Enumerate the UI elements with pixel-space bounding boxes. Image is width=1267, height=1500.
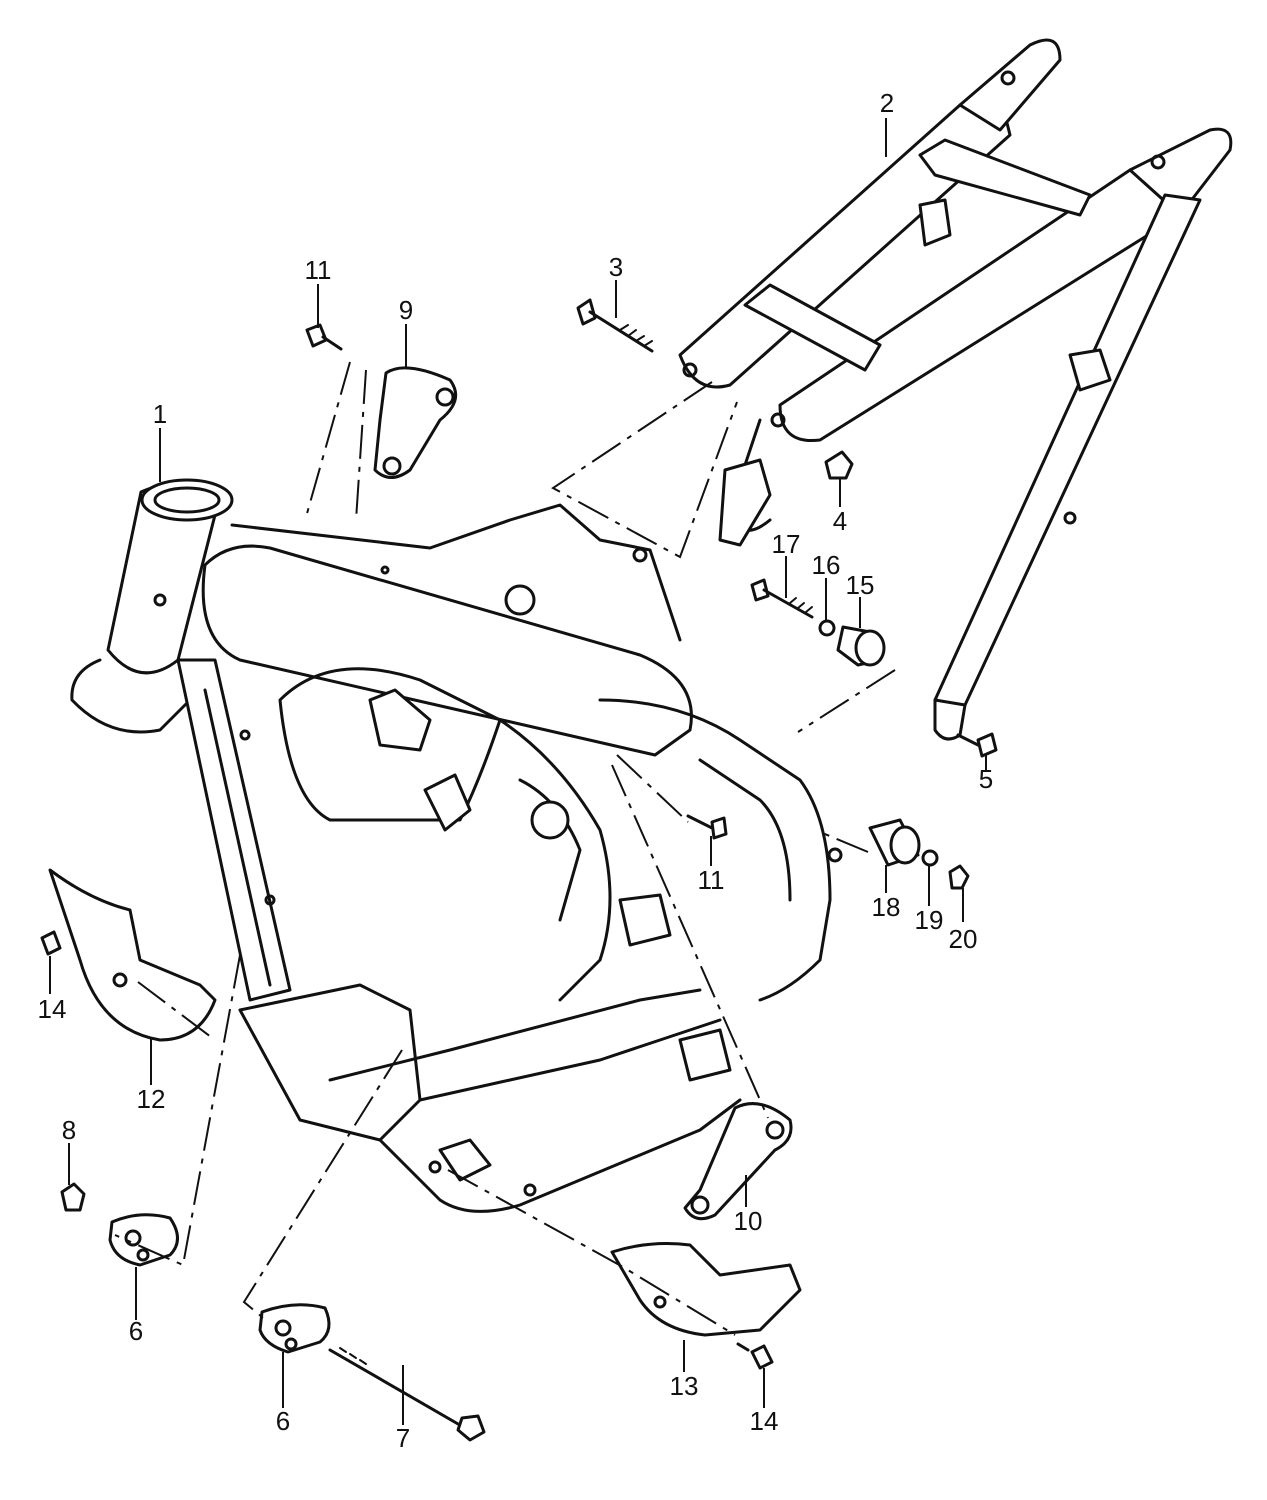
bracket-6-bottom bbox=[258, 1303, 331, 1354]
callout-12: 12 bbox=[137, 1084, 166, 1114]
callout-14-right: 14 bbox=[750, 1406, 779, 1436]
assembly-lines bbox=[114, 361, 896, 1336]
callout-19: 19 bbox=[915, 905, 944, 935]
callout-17: 17 bbox=[772, 529, 801, 559]
callout-18: 18 bbox=[872, 892, 901, 922]
callout-20: 20 bbox=[949, 924, 978, 954]
callout-4: 4 bbox=[833, 506, 847, 536]
bracket-10 bbox=[683, 1102, 793, 1221]
bolt-5 bbox=[956, 732, 998, 758]
bolt-3 bbox=[576, 298, 654, 353]
callout-8: 8 bbox=[62, 1115, 76, 1145]
callout-6-bottom: 6 bbox=[276, 1406, 290, 1436]
callout-13: 13 bbox=[670, 1371, 699, 1401]
bracket-6-top bbox=[108, 1213, 179, 1267]
callout-15: 15 bbox=[846, 570, 875, 600]
bolt-17 bbox=[750, 578, 814, 619]
collar-18 bbox=[868, 818, 921, 867]
bolt-7 bbox=[328, 1347, 486, 1442]
callout-3: 3 bbox=[609, 252, 623, 282]
callout-1: 1 bbox=[153, 399, 167, 429]
bolt-11-mid bbox=[686, 814, 728, 840]
callout-10: 10 bbox=[734, 1206, 763, 1236]
callout-2: 2 bbox=[880, 88, 894, 118]
callout-labels: 1 2 3 4 5 6 6 7 8 9 10 11 11 12 13 14 14… bbox=[38, 88, 994, 1453]
guard-13 bbox=[610, 1242, 802, 1337]
guard-12 bbox=[48, 868, 217, 1042]
callout-14-left: 14 bbox=[38, 994, 67, 1024]
washer-16 bbox=[818, 619, 836, 637]
nut-4 bbox=[824, 450, 854, 480]
nut-8 bbox=[60, 1182, 86, 1212]
callout-6-top: 6 bbox=[129, 1316, 143, 1346]
callout-5: 5 bbox=[979, 764, 993, 794]
collar-15 bbox=[836, 625, 886, 667]
main-frame bbox=[70, 478, 843, 1213]
leader-lines bbox=[49, 118, 987, 1425]
bolt-11-top bbox=[305, 323, 343, 351]
callout-16: 16 bbox=[812, 550, 841, 580]
rear-subframe bbox=[678, 38, 1233, 741]
bolt-14-right bbox=[736, 1342, 774, 1370]
nut-20 bbox=[948, 864, 970, 890]
washer-19 bbox=[921, 849, 939, 867]
callout-9: 9 bbox=[399, 295, 413, 325]
bracket-9 bbox=[373, 366, 458, 479]
callout-11-top: 11 bbox=[305, 255, 332, 285]
callout-7: 7 bbox=[396, 1423, 410, 1453]
callout-11-mid: 11 bbox=[698, 865, 725, 895]
bolt-14-left bbox=[40, 930, 62, 956]
